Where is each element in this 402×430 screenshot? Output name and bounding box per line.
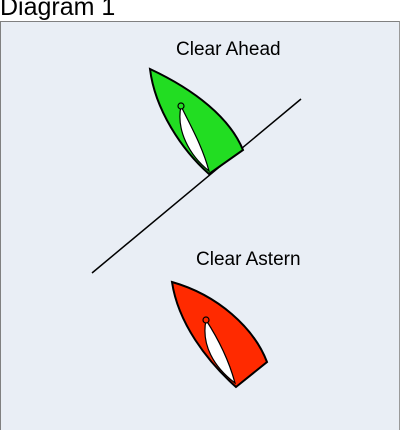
clear-astern-boat-mast [203, 317, 209, 323]
clear-astern-boat [172, 282, 267, 387]
clear-ahead-boat-mast [178, 103, 184, 109]
clear-ahead-label: Clear Ahead [176, 39, 281, 61]
clear-ahead-boat [150, 69, 243, 174]
clear-astern-boat-hull [172, 282, 267, 387]
clear-astern-label: Clear Astern [196, 249, 301, 271]
